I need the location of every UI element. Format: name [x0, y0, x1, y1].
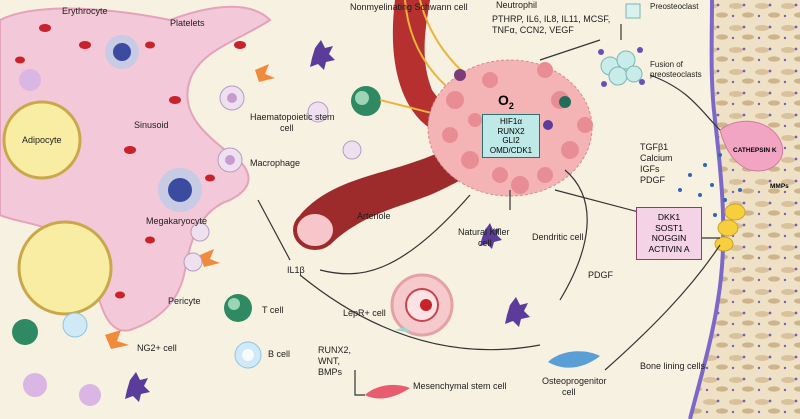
inhibitor-factor: SOST1	[655, 222, 683, 233]
tumor-factors-box: HIF1α RUNX2 GLI2 OMD/CDK1	[482, 114, 540, 159]
fusion-line1: Fusion of	[650, 60, 683, 69]
oxygen-label: O2	[498, 92, 514, 111]
tcell-label: T cell	[262, 305, 284, 315]
osteoblast-cells	[714, 203, 746, 252]
tgf-label: TGFβ1	[640, 142, 669, 152]
cathepsin-label: CATHEPSIN K	[733, 147, 777, 154]
igfs-label: IGFs	[640, 164, 660, 174]
ng2-label: NG2+ cell	[137, 343, 177, 353]
hsc-line1: Haematopoietic stem	[250, 112, 335, 122]
myeloid-cell	[19, 69, 41, 91]
tumor-factor: OMD/CDK1	[489, 145, 533, 155]
pdgf-label: PDGF	[588, 270, 614, 280]
osteoprogenitor-shape	[548, 351, 600, 368]
tumor-factor: GLI2	[502, 136, 520, 146]
schwann-label: Nonmyelinating Schwann cell	[350, 2, 468, 12]
fused-preosteoclasts	[600, 50, 643, 86]
adipocyte-cell	[17, 220, 113, 316]
pericyte-label: Pericyte	[168, 296, 201, 306]
arteriole-upper	[392, 0, 495, 150]
il1b-label: IL1β	[287, 265, 305, 275]
osteoprog-line1: Osteoprogenitor	[542, 376, 607, 386]
factors-line2: TNFα, CCN2, VEGF	[492, 25, 574, 35]
fusion-line2: preosteoclasts	[650, 70, 702, 79]
dendritic-label: Dendritic cell	[532, 232, 584, 242]
pericyte-cells	[105, 64, 275, 349]
bcell-label: B cell	[268, 349, 291, 359]
msc-cell	[365, 384, 410, 399]
tumor-factor: RUNX2	[497, 126, 525, 136]
bone-membrane	[688, 0, 726, 419]
inhibitor-factor: ACTIVIN A	[648, 243, 690, 254]
erythrocyte-label: Erythrocyte	[62, 6, 108, 16]
signaling-arrows	[257, 24, 721, 396]
bonelining-label: Bone lining cells	[640, 361, 706, 371]
pdgf-top-label: PDGF	[640, 175, 666, 185]
erythrocyte-cells	[15, 24, 246, 299]
platelets-label: Platelets	[170, 18, 205, 28]
osteoclast-cell	[719, 120, 784, 172]
macrophage-label: Macrophage	[250, 158, 301, 168]
adipocyte-cell	[2, 100, 82, 180]
megakaryocyte-label: Megakaryocyte	[146, 216, 208, 226]
adipocyte-label: Adipocyte	[22, 135, 62, 145]
inhibitor-factor: DKK1	[657, 212, 681, 222]
runx-line1: RUNX2,	[318, 345, 352, 355]
hsc-line2: cell	[280, 123, 294, 133]
osteoprog-line2: cell	[562, 387, 576, 397]
preosteoclast-icon	[625, 3, 641, 19]
resorption-dots	[678, 153, 742, 217]
runx-line2: WNT,	[318, 356, 340, 366]
mmps-label: MMPs	[770, 183, 789, 190]
sinusoid-label: Sinusoid	[134, 120, 169, 130]
inhibitors-box: DKK1 SOST1 NOGGIN ACTIVIN A	[636, 207, 702, 260]
nk-line2: cell	[478, 238, 492, 248]
preosteoclast-label: Preosteoclast	[650, 2, 699, 11]
dendritic-cells	[125, 40, 530, 402]
calcium-label: Calcium	[640, 153, 673, 163]
msc-label: Mesenchymal stem cell	[413, 381, 507, 391]
neutrophil-label: Neutrophil	[496, 0, 538, 10]
lepr-label: LepR+ cell	[343, 308, 386, 318]
runx-line3: BMPs	[318, 367, 343, 377]
inhibitor-factor: NOGGIN	[651, 233, 687, 244]
nk-line1: Natural Killer	[458, 227, 510, 237]
factors-line1: PTHRP, IL6, IL8, IL11, MCSF,	[492, 14, 611, 24]
arteriole-label: Arteriole	[357, 211, 391, 221]
tumor-factor: HIF1α	[500, 117, 522, 126]
